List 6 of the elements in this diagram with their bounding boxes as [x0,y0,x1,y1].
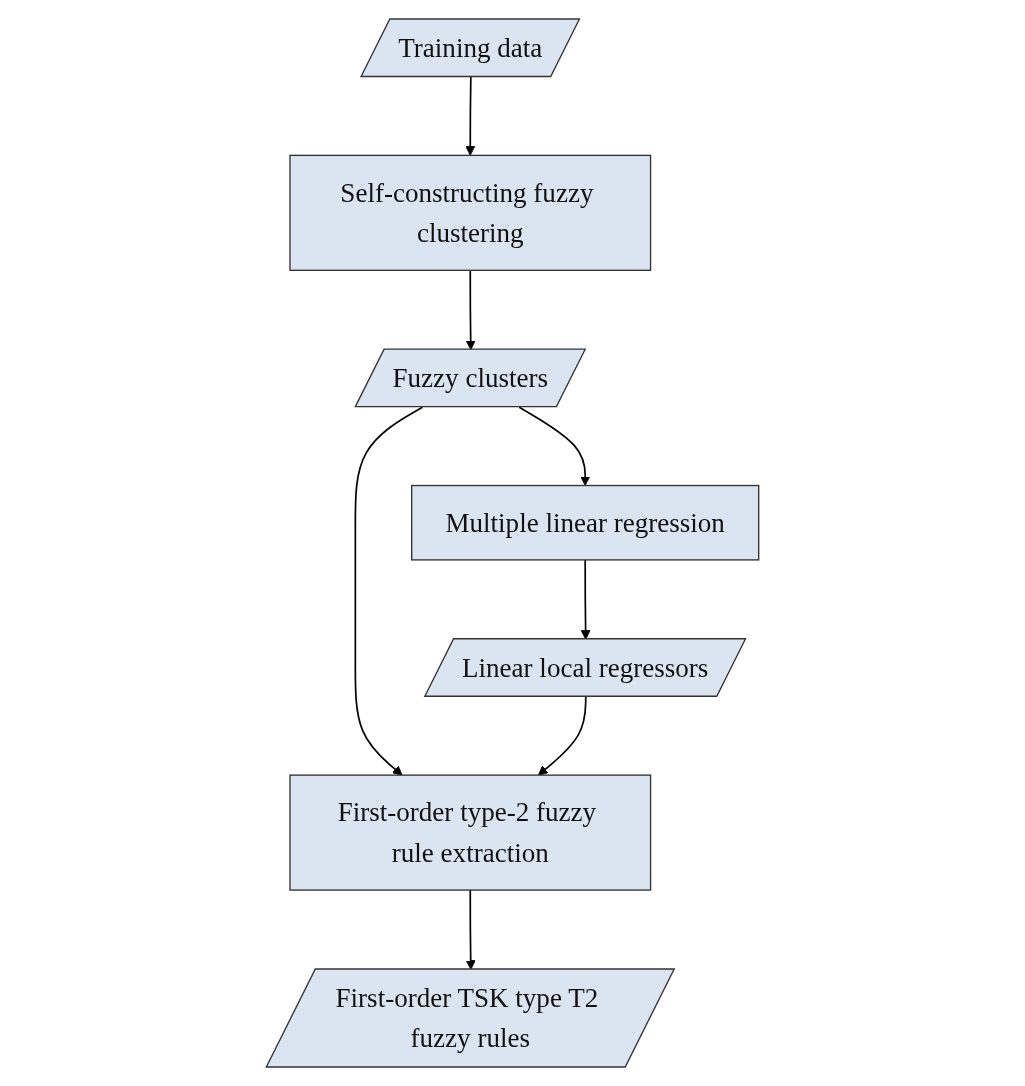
node-box: Multiple linear regression [411,484,760,561]
node-box: Self-constructing fuzzy clustering [289,154,652,271]
arrow [518,406,591,486]
arrow [465,76,476,156]
arrow [354,406,424,776]
node-box: First-order type-2 fuzzy rule extraction [289,774,652,891]
